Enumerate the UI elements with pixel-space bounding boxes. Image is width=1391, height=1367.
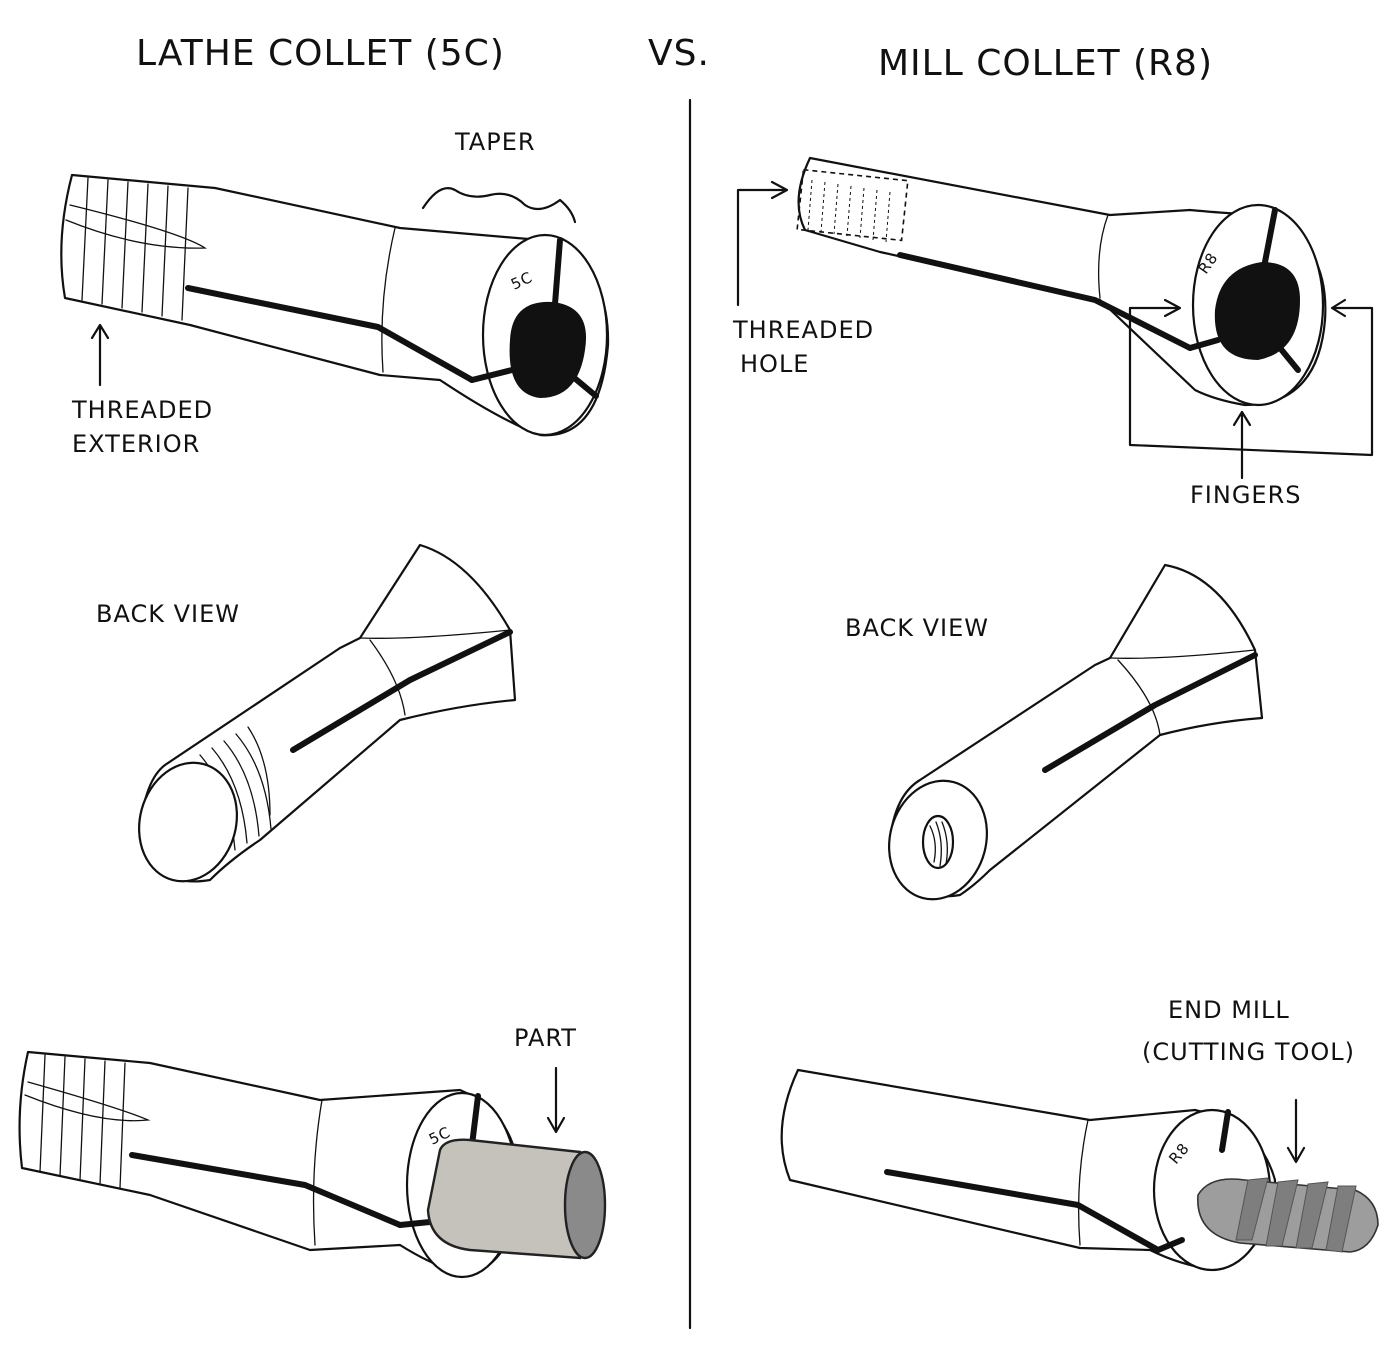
label-end-mill-2: (CUTTING TOOL) — [1142, 1038, 1355, 1066]
lathe-back-end — [138, 761, 238, 883]
end-mill-flutes — [1235, 1177, 1357, 1253]
label-threaded-exterior-1: THREADED — [71, 396, 213, 424]
lathe-slot — [185, 285, 475, 383]
label-threaded-hole-1: THREADED — [732, 316, 874, 344]
taper-brace — [421, 187, 577, 224]
arrow-threaded-hole — [736, 180, 789, 307]
label-mill-back-view: BACK VIEW — [845, 614, 989, 642]
header-vs: VS. — [648, 33, 710, 74]
lathe-collet-front-view: 5C TAPER THREADED EXTERIOR — [60, 128, 610, 458]
mill-bore — [1214, 262, 1300, 360]
mill-tool-slot — [884, 1169, 1161, 1253]
lathe-bore — [509, 301, 587, 398]
mill-hidden-threads — [807, 179, 891, 243]
lathe-part-slot — [129, 1152, 403, 1228]
arrow-part — [546, 1066, 566, 1134]
part-end-face — [563, 1150, 607, 1260]
fingers-bracket — [1128, 306, 1374, 457]
part-cylinder — [426, 1138, 582, 1260]
header-lathe-collet: LATHE COLLET (5C) — [136, 33, 505, 74]
arrow-fingers — [1232, 410, 1252, 480]
label-threaded-exterior-2: EXTERIOR — [72, 430, 200, 458]
lathe-back-slot — [290, 629, 513, 753]
header-mill-collet: MILL COLLET (R8) — [878, 43, 1213, 84]
mill-threaded-hole-hidden — [796, 168, 909, 242]
label-lathe-back-view: BACK VIEW — [96, 600, 240, 628]
lathe-collet-with-part: 5C PART — [18, 1024, 607, 1279]
mill-collet-with-end-mill: R8 END MILL (CUTTING TOOL) — [780, 996, 1379, 1272]
arrow-threaded-exterior — [90, 323, 110, 387]
mill-back-threaded-hole — [921, 814, 955, 870]
label-part: PART — [514, 1024, 577, 1052]
lathe-threads — [65, 177, 208, 321]
lathe-back-threads — [199, 726, 272, 851]
lathe-taper-line — [381, 227, 396, 373]
lathe-part-threads — [24, 1054, 151, 1189]
label-fingers: FINGERS — [1190, 481, 1302, 509]
mill-back-hole-threads — [929, 821, 948, 867]
label-taper: TAPER — [454, 128, 536, 156]
mill-collet-front-view: R8 THREADED HOLE FINGERS — [732, 156, 1374, 509]
lathe-finger-gap-top — [552, 237, 563, 307]
label-end-mill-1: END MILL — [1168, 996, 1290, 1024]
label-threaded-hole-2: HOLE — [740, 350, 809, 378]
mill-collet-back-view: BACK VIEW — [845, 563, 1264, 901]
mill-back-slot — [1042, 652, 1258, 773]
arrow-end-mill — [1286, 1098, 1306, 1164]
mill-slot — [897, 252, 1193, 351]
lathe-collet-back-view: BACK VIEW — [96, 543, 517, 883]
